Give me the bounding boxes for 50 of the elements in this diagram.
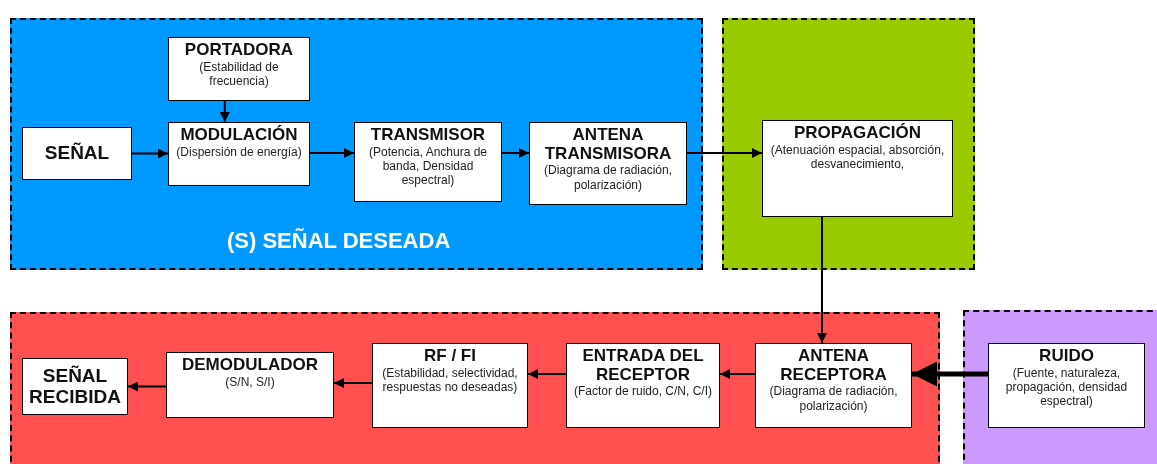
box-description: (Potencia, Anchura de banda, Densidad espectral) — [367, 144, 489, 188]
process-box — [762, 120, 953, 217]
box-title: SEÑAL RECIBIDA — [29, 365, 121, 408]
process-box — [372, 343, 528, 428]
process-box — [166, 352, 334, 418]
box-title: DEMODULADOR — [182, 356, 318, 375]
arrow — [309, 148, 355, 158]
arrow — [333, 378, 373, 388]
process-box — [988, 343, 1145, 428]
arrow — [219, 100, 230, 123]
box-title: PORTADORA — [184, 41, 294, 60]
process-box — [168, 37, 310, 101]
group-panel — [963, 310, 1157, 464]
process-box — [22, 127, 132, 180]
box-description: (Diagrama de radiación, polarización) — [542, 163, 674, 193]
process-box — [529, 122, 687, 205]
process-box — [566, 343, 720, 428]
box-description: (Estabilidad de frecuencia) — [198, 59, 280, 89]
process-box — [168, 122, 310, 186]
arrow — [501, 148, 530, 158]
arrow — [527, 369, 567, 379]
arrow — [912, 361, 988, 387]
box-title: MODULACIÓN — [180, 126, 298, 145]
box-title: RUIDO — [1039, 347, 1094, 366]
box-description: (Diagrama de radiación, polarización) — [768, 384, 899, 414]
box-title: TRANSMISOR — [370, 126, 486, 145]
arrow — [127, 381, 167, 392]
group-panel — [10, 18, 703, 270]
box-description: (Factor de ruido, C/N, C/I) — [573, 384, 712, 399]
box-title: RF / FI — [424, 347, 476, 366]
box-title: PROPAGACIÓN — [793, 124, 922, 143]
arrow — [817, 216, 827, 344]
box-description: (Dispersión de energía) — [176, 144, 302, 160]
group-title: (S) SEÑAL DESEADA — [227, 228, 451, 254]
group-panel — [722, 18, 975, 270]
box-title: ANTENA RECEPTORA — [779, 347, 888, 385]
arrow — [131, 148, 169, 159]
box-description: (S/N, S/I) — [225, 374, 275, 390]
box-title: ENTRADA DEL RECEPTOR — [581, 347, 705, 385]
box-description: (Estabilidad, selectividad, respuestas no deseadas) — [381, 365, 519, 395]
group-panel — [10, 312, 940, 464]
process-box — [22, 358, 128, 415]
box-description: (Fuente, naturaleza, propagación, densidad espectral) — [1004, 365, 1129, 409]
arrow — [686, 148, 763, 158]
box-title: SEÑAL — [44, 143, 110, 164]
process-box — [755, 343, 912, 428]
arrow — [719, 369, 756, 379]
box-description: (Atenuación espacial, absorción, desvanecimiento, — [769, 142, 946, 172]
box-title: ANTENA TRANSMISORA — [543, 126, 673, 164]
process-box — [354, 122, 502, 202]
